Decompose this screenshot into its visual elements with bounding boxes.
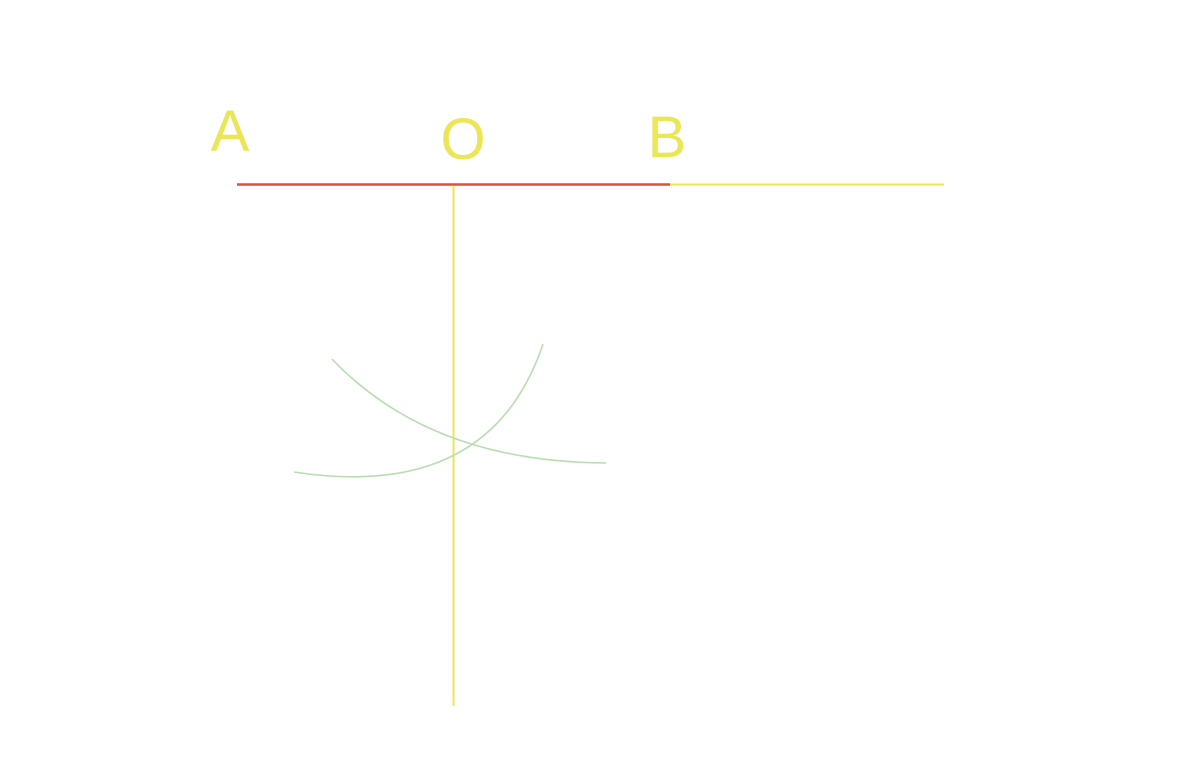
construction-arc-descending	[331, 358, 607, 464]
point-label-a: A	[211, 99, 250, 164]
point-label-o: O	[440, 107, 485, 172]
construction-arc-ascending	[293, 343, 544, 478]
point-label-b: B	[648, 105, 687, 170]
